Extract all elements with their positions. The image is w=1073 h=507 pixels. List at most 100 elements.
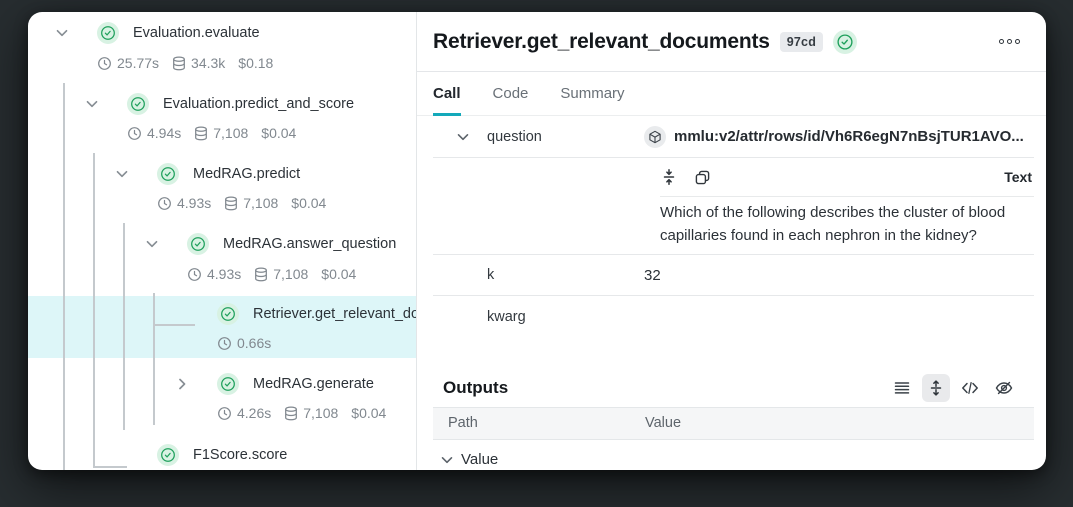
tree-node-stats: 4.93s 7,108 $0.04 [28,264,356,284]
tab-bar: Call Code Summary [417,72,1046,116]
call-header: Retriever.get_relevant_documents 97cd [417,12,1046,72]
check-circle-icon [217,303,239,325]
clock-icon [218,336,231,350]
code-icon[interactable] [956,374,984,402]
call-id-badge[interactable]: 97cd [779,31,824,52]
input-value: 32 [644,266,661,284]
chevron-right-icon[interactable] [174,376,190,392]
tree-node-get-relevant-documents[interactable]: Retriever.get_relevant_documents [28,302,416,326]
object-ref-text: mmlu:v2/attr/rows/id/Vh6R6egN7nBsjTUR1AV… [674,128,1024,145]
tree-node-stats: 4.26s 7,108 $0.04 [28,403,386,423]
tree-node-evaluation-evaluate[interactable]: Evaluation.evaluate [28,21,416,45]
question-value-block: Text Which of the following describes th… [433,158,1034,255]
chevron-down-icon[interactable] [455,129,471,145]
tree-node-label: F1Score.score [193,447,288,463]
clock-icon [98,56,111,70]
cube-icon [644,125,666,148]
tokens-value: 7,108 [243,195,279,211]
call-detail-panel: Retriever.get_relevant_documents 97cd Ca… [417,12,1046,470]
tree-elbow-connector [153,324,195,326]
input-key: k [487,267,495,283]
input-key: kwarg [487,309,526,325]
input-row-kwarg: kwarg [433,296,1034,338]
tokens-value: 7,108 [273,266,309,282]
inputs-table: question mmlu:v2/attr/rows/id/Vh6R6egN7n… [433,116,1034,338]
input-key: question [487,128,542,145]
outputs-table-header: Path Value [433,406,1034,441]
overflow-dots-icon[interactable] [995,35,1024,48]
cost-value: $0.04 [291,195,327,211]
chevron-down-icon[interactable] [144,236,160,252]
tokens-value: 7,108 [303,405,339,421]
cost-value: $0.04 [321,266,357,282]
duration-value: 4.93s [207,266,242,282]
tab-call[interactable]: Call [433,72,461,116]
tree-node-label: MedRAG.predict [193,166,301,182]
object-ref-link[interactable]: mmlu:v2/attr/rows/id/Vh6R6egN7nBsjTUR1AV… [644,125,1024,148]
chevron-down-icon[interactable] [84,96,100,112]
call-title: Retriever.get_relevant_documents [433,29,770,53]
check-circle-icon [187,233,209,255]
outputs-heading: Outputs [443,377,509,397]
check-circle-icon [157,163,179,185]
tree-node-answer-question[interactable]: MedRAG.answer_question [28,232,416,256]
outputs-toolbar [888,373,1018,402]
chevron-down-icon[interactable] [114,166,130,182]
database-icon [225,195,238,210]
tree-guide-line [153,293,155,425]
duration-value: 25.77s [117,55,160,71]
database-icon [173,55,185,70]
check-circle-icon [127,93,149,115]
cost-value: $0.18 [238,55,274,71]
check-circle-icon [217,373,239,395]
eye-off-icon[interactable] [990,374,1018,402]
tree-elbow-connector [93,466,127,468]
tree-guide-line [93,153,95,467]
tree-node-stats: 4.94s 7,108 $0.04 [28,123,296,143]
tree-node-predict-and-score[interactable]: Evaluation.predict_and_score [28,92,416,116]
input-row-question: question mmlu:v2/attr/rows/id/Vh6R6egN7n… [433,116,1034,158]
check-circle-icon [157,444,179,466]
tree-node-medrag-generate[interactable]: MedRAG.generate [28,372,416,396]
value-type-label: Text [1004,169,1032,185]
tree-node-label: Evaluation.predict_and_score [163,96,355,112]
value-toolbar: Text [660,158,1034,197]
tokens-value: 7,108 [213,125,249,141]
tokens-value: 34.3k [191,55,226,71]
tab-code[interactable]: Code [492,85,529,102]
duration-value: 0.66s [237,335,272,351]
clock-icon [218,406,231,420]
database-icon [285,405,298,420]
cost-value: $0.04 [261,125,297,141]
chevron-down-icon[interactable] [54,25,70,41]
outputs-header: Outputs [433,372,1030,404]
tree-node-label: MedRAG.answer_question [223,236,397,252]
tree-guide-line [63,83,65,470]
outputs-row-value[interactable]: Value [433,440,1034,470]
tree-node-f1score[interactable]: F1Score.score [28,443,416,467]
tree-node-label: Evaluation.evaluate [133,25,260,41]
tree-node-medrag-predict[interactable]: MedRAG.predict [28,162,416,186]
cost-value: $0.04 [351,405,387,421]
database-icon [255,266,268,281]
clock-icon [188,267,201,281]
database-icon [195,125,208,140]
chevron-down-icon[interactable] [439,452,455,468]
clock-icon [158,196,171,210]
dense-lines-icon[interactable] [888,374,916,402]
tab-summary[interactable]: Summary [560,85,625,102]
clock-icon [128,126,141,140]
tree-node-label: Retriever.get_relevant_documents [253,306,416,322]
expand-vertical-icon[interactable] [922,373,950,402]
question-text: Which of the following describes the clu… [660,204,1006,244]
trace-viewer-window: Evaluation.evaluate 25.77s 34.3k $0.18 E… [28,12,1046,470]
tree-node-stats: 4.93s 7,108 $0.04 [28,193,326,213]
tree-node-label: MedRAG.generate [253,376,374,392]
copy-icon[interactable] [694,169,711,186]
duration-value: 4.93s [177,195,212,211]
collapse-vertical-icon[interactable] [660,168,678,186]
outputs-row-label: Value [461,451,499,469]
check-circle-icon [97,22,119,44]
tree-node-stats: 0.66s [28,333,271,353]
duration-value: 4.94s [147,125,182,141]
